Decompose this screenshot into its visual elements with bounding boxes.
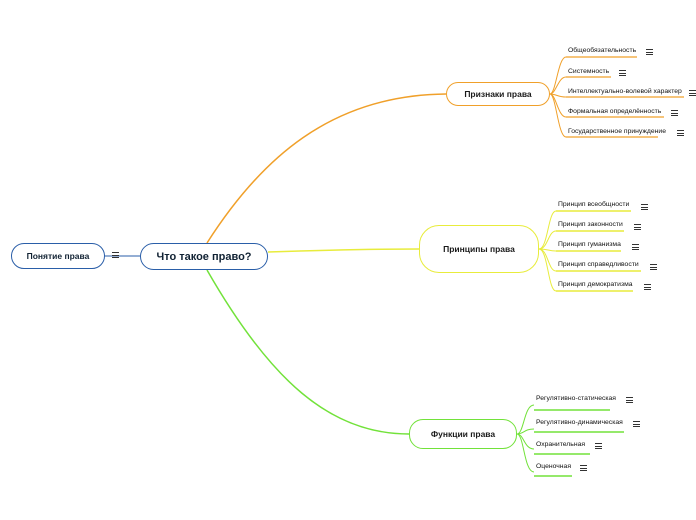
central-topic[interactable]: Что такое право? xyxy=(140,243,268,270)
leaf-topic[interactable]: Принцип демократизма xyxy=(558,281,633,288)
leaf-topic[interactable]: Принцип гуманизма xyxy=(558,241,621,248)
leaf-topic[interactable]: Государственное принуждение xyxy=(568,128,666,135)
menu-icon[interactable] xyxy=(641,204,648,210)
topic-left-node[interactable]: Понятие права xyxy=(11,243,105,269)
leaf-topic[interactable]: Принцип всеобщности xyxy=(558,201,630,208)
menu-icon[interactable] xyxy=(626,397,633,403)
menu-icon[interactable] xyxy=(634,224,641,230)
menu-icon[interactable] xyxy=(646,49,653,55)
menu-icon[interactable] xyxy=(677,130,684,136)
leaf-topic[interactable]: Системность xyxy=(568,68,610,75)
leaf-topic[interactable]: Интеллектуально-волевой характер xyxy=(568,88,682,95)
branch-funkcii[interactable]: Функции права xyxy=(409,419,517,449)
leaf-topic[interactable]: Принцип справедливости xyxy=(558,261,639,268)
menu-icon[interactable] xyxy=(689,90,696,96)
leaf-topic[interactable]: Оценочная xyxy=(536,463,572,470)
branch-principy[interactable]: Принципы права xyxy=(419,225,539,273)
leaf-topic[interactable]: Общеобязательность xyxy=(568,47,637,54)
menu-icon[interactable] xyxy=(595,443,602,449)
branch-priznaki[interactable]: Признаки права xyxy=(446,82,550,106)
leaf-topic[interactable]: Охранительная xyxy=(536,441,586,448)
leaf-topic[interactable]: Регулятивно-статическая xyxy=(536,395,616,402)
menu-icon[interactable] xyxy=(619,70,626,76)
menu-icon[interactable] xyxy=(650,264,657,270)
menu-icon[interactable] xyxy=(633,421,640,427)
menu-icon[interactable] xyxy=(632,244,639,250)
leaf-topic[interactable]: Принцип законности xyxy=(558,221,623,228)
connector-orange xyxy=(206,93,447,244)
leaf-topic[interactable]: Регулятивно-динамическая xyxy=(536,419,623,426)
menu-icon[interactable] xyxy=(112,252,119,258)
menu-icon[interactable] xyxy=(671,110,678,116)
connector-green xyxy=(206,269,410,435)
connector-yellow xyxy=(267,248,420,253)
menu-icon[interactable] xyxy=(644,284,651,290)
leaf-topic[interactable]: Формальная определённость xyxy=(568,108,662,115)
menu-icon[interactable] xyxy=(580,465,587,471)
